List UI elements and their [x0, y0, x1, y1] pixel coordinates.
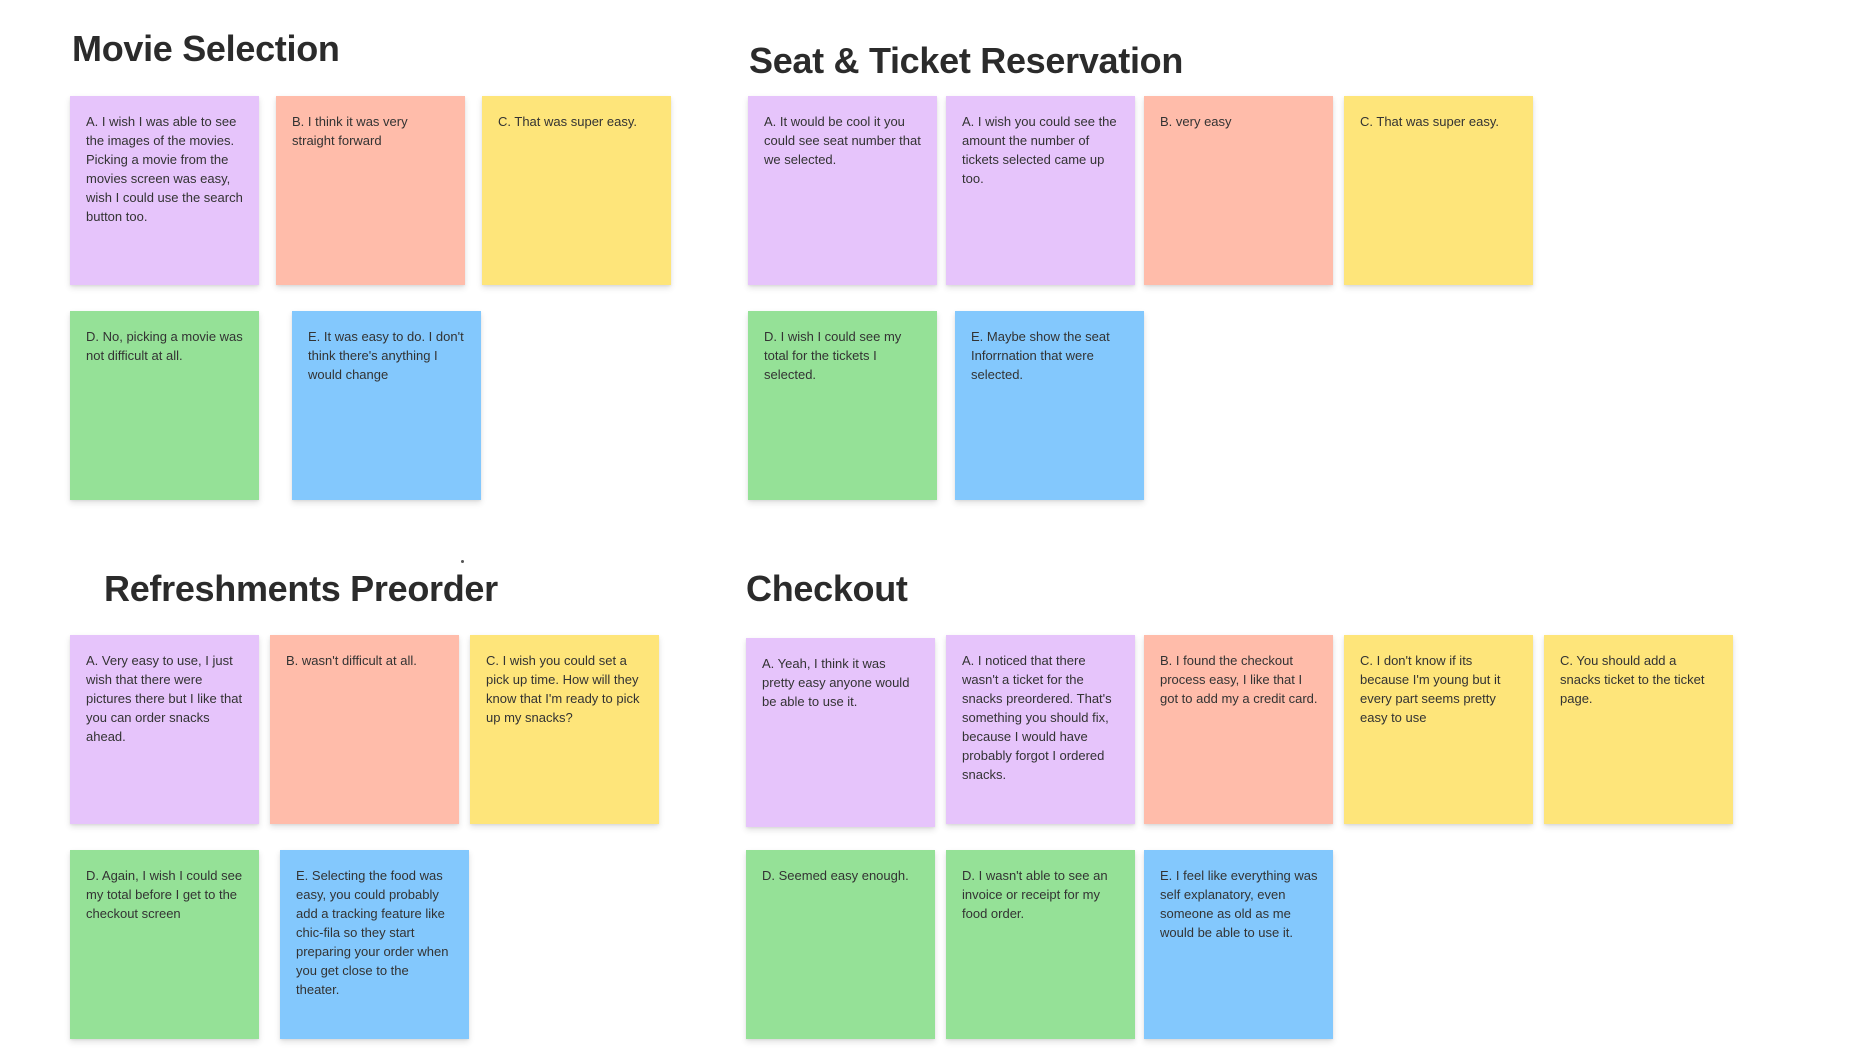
note-text: D. No, picking a movie was not difficult… — [86, 329, 243, 363]
note-text: E. Selecting the food was easy, you coul… — [296, 868, 449, 997]
note-text: E. It was easy to do. I don't think ther… — [308, 329, 464, 382]
note-text: A. I wish you could see the amount the n… — [962, 114, 1117, 186]
note-text: B. wasn't difficult at all. — [286, 653, 417, 668]
sticky-note-movie-c[interactable]: C. That was super easy. — [482, 96, 671, 285]
note-text: C. I wish you could set a pick up time. … — [486, 653, 640, 725]
section-title-seat-ticket-reservation: Seat & Ticket Reservation — [749, 40, 1184, 81]
sticky-note-movie-e[interactable]: E. It was easy to do. I don't think ther… — [292, 311, 481, 500]
sticky-note-refreshments-a[interactable]: A. Very easy to use, I just wish that th… — [70, 635, 259, 824]
sticky-note-checkout-a1[interactable]: A. Yeah, I think it was pretty easy anyo… — [746, 638, 935, 827]
stray-dot — [461, 560, 464, 563]
sticky-note-seat-a2[interactable]: A. I wish you could see the amount the n… — [946, 96, 1135, 285]
sticky-note-checkout-c2[interactable]: C. You should add a snacks ticket to the… — [1544, 635, 1733, 824]
sticky-note-seat-e[interactable]: E. Maybe show the seat Inforrnation that… — [955, 311, 1144, 500]
note-text: A. Yeah, I think it was pretty easy anyo… — [762, 656, 910, 709]
sticky-note-refreshments-c[interactable]: C. I wish you could set a pick up time. … — [470, 635, 659, 824]
note-text: E. I feel like everything was self expla… — [1160, 868, 1318, 940]
sticky-note-checkout-a2[interactable]: A. I noticed that there wasn't a ticket … — [946, 635, 1135, 824]
note-text: D. I wasn't able to see an invoice or re… — [962, 868, 1108, 921]
sticky-note-checkout-e[interactable]: E. I feel like everything was self expla… — [1144, 850, 1333, 1039]
note-text: A. Very easy to use, I just wish that th… — [86, 653, 243, 744]
note-text: E. Maybe show the seat Inforrnation that… — [971, 329, 1110, 382]
note-text: C. That was super easy. — [498, 114, 637, 129]
sticky-note-checkout-d2[interactable]: D. I wasn't able to see an invoice or re… — [946, 850, 1135, 1039]
sticky-note-movie-a[interactable]: A. I wish I was able to see the images o… — [70, 96, 259, 285]
note-text: D. Again, I wish I could see my total be… — [86, 868, 243, 921]
note-text: C. You should add a snacks ticket to the… — [1560, 653, 1705, 706]
note-text: B. very easy — [1160, 114, 1232, 129]
sticky-note-seat-d[interactable]: D. I wish I could see my total for the t… — [748, 311, 937, 500]
section-title-checkout: Checkout — [746, 568, 908, 609]
note-text: C. I don't know if its because I'm young… — [1360, 653, 1501, 725]
note-text: A. I wish I was able to see the images o… — [86, 114, 243, 224]
note-text: D. I wish I could see my total for the t… — [764, 329, 902, 382]
sticky-note-checkout-b[interactable]: B. I found the checkout process easy, I … — [1144, 635, 1333, 824]
sticky-note-movie-b[interactable]: B. I think it was very straight forward — [276, 96, 465, 285]
sticky-note-checkout-c1[interactable]: C. I don't know if its because I'm young… — [1344, 635, 1533, 824]
note-text: D. Seemed easy enough. — [762, 868, 909, 883]
note-text: C. That was super easy. — [1360, 114, 1499, 129]
sticky-note-refreshments-d[interactable]: D. Again, I wish I could see my total be… — [70, 850, 259, 1039]
sticky-note-movie-d[interactable]: D. No, picking a movie was not difficult… — [70, 311, 259, 500]
sticky-note-seat-c[interactable]: C. That was super easy. — [1344, 96, 1533, 285]
sticky-note-refreshments-e[interactable]: E. Selecting the food was easy, you coul… — [280, 850, 469, 1039]
section-title-movie-selection: Movie Selection — [72, 28, 340, 69]
note-text: B. I found the checkout process easy, I … — [1160, 653, 1318, 706]
note-text: B. I think it was very straight forward — [292, 114, 408, 148]
sticky-note-checkout-d1[interactable]: D. Seemed easy enough. — [746, 850, 935, 1039]
section-title-refreshments-preorder: Refreshments Preorder — [104, 568, 498, 609]
sticky-note-seat-a1[interactable]: A. It would be cool it you could see sea… — [748, 96, 937, 285]
note-text: A. I noticed that there wasn't a ticket … — [962, 653, 1112, 782]
sticky-note-seat-b[interactable]: B. very easy — [1144, 96, 1333, 285]
note-text: A. It would be cool it you could see sea… — [764, 114, 921, 167]
sticky-note-refreshments-b[interactable]: B. wasn't difficult at all. — [270, 635, 459, 824]
